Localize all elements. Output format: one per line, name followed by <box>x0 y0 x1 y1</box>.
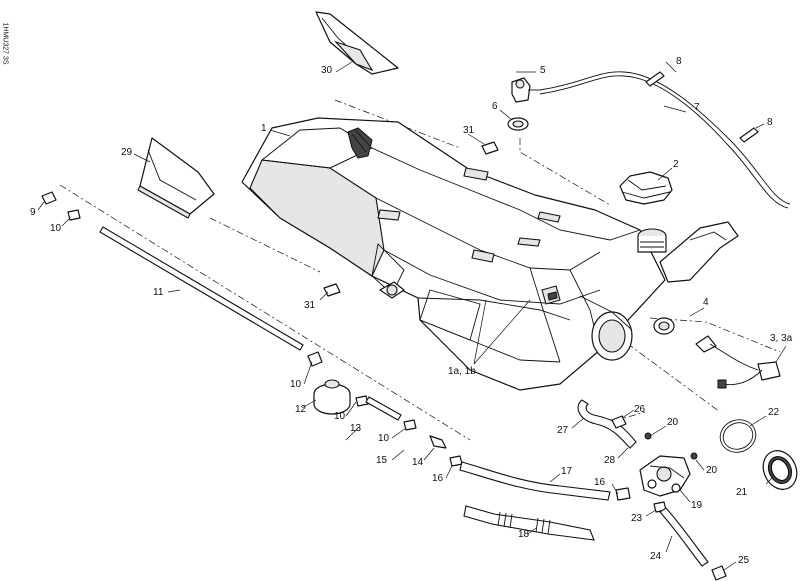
part-3-4-sender <box>653 317 781 389</box>
part-1-fuel-tank <box>241 117 739 391</box>
callout-21: 21 <box>736 487 748 498</box>
part-20-bolts <box>644 432 698 460</box>
callout-5: 5 <box>540 65 546 76</box>
part-17-hose <box>459 461 611 501</box>
part-29-panel <box>137 137 215 219</box>
callout-23: 23 <box>631 513 643 524</box>
part-8-clips <box>645 71 759 143</box>
callout-9: 9 <box>30 207 36 218</box>
callout-12: 12 <box>295 404 307 415</box>
callout-31-bottom: 31 <box>304 300 316 311</box>
callout-26: 26 <box>634 404 646 415</box>
callout-4: 4 <box>703 297 709 308</box>
callout-10-bottom: 10 <box>378 433 390 444</box>
callout-1a-1b: 1a, 1b <box>448 366 476 377</box>
callout-16-right: 16 <box>594 477 606 488</box>
part-18-corrugated-hose <box>463 505 595 541</box>
part-30-shield <box>315 11 399 75</box>
part-21-22-ring <box>719 419 798 490</box>
callout-31-top: 31 <box>463 125 475 136</box>
callout-14: 14 <box>412 457 424 468</box>
callout-11: 11 <box>153 287 164 298</box>
callout-6: 6 <box>492 101 498 112</box>
part-7-vent-hose <box>539 71 791 209</box>
part-31-grommets <box>323 141 499 297</box>
part-13-16-fittings <box>355 395 463 467</box>
part-12-canister <box>313 379 351 415</box>
callout-29: 29 <box>121 147 133 158</box>
part-9-11-rod <box>41 191 323 367</box>
part-23-25-line <box>653 501 727 581</box>
callout-8-right: 8 <box>767 117 773 128</box>
callout-20-right: 20 <box>706 465 718 476</box>
callout-17: 17 <box>561 466 573 477</box>
callout-7: 7 <box>694 102 700 113</box>
callout-15: 15 <box>376 455 388 466</box>
callout-27: 27 <box>557 425 569 436</box>
callout-8-top: 8 <box>676 56 682 67</box>
callout-3-3a: 3, 3a <box>770 333 793 344</box>
callout-10-top: 10 <box>50 223 62 234</box>
callout-20-top: 20 <box>667 417 679 428</box>
leader-lines <box>37 61 787 571</box>
callout-19: 19 <box>691 500 703 511</box>
callout-10-mid: 10 <box>290 379 302 390</box>
callout-25: 25 <box>738 555 750 566</box>
part-2-fuel-cap <box>619 171 673 205</box>
part-19-fuel-pump <box>639 455 691 497</box>
callout-16-left: 16 <box>432 473 444 484</box>
callout-2: 2 <box>673 159 679 170</box>
callout-1: 1 <box>261 123 267 134</box>
callout-30: 30 <box>321 65 333 76</box>
callout-24: 24 <box>650 551 662 562</box>
callout-13: 13 <box>350 423 362 434</box>
callout-10-lower: 10 <box>334 411 346 422</box>
callout-18: 18 <box>518 529 530 540</box>
callout-28: 28 <box>604 455 616 466</box>
callout-22: 22 <box>768 407 780 418</box>
part-26-28-hose <box>577 399 637 501</box>
part-5-6-valve <box>507 77 540 131</box>
